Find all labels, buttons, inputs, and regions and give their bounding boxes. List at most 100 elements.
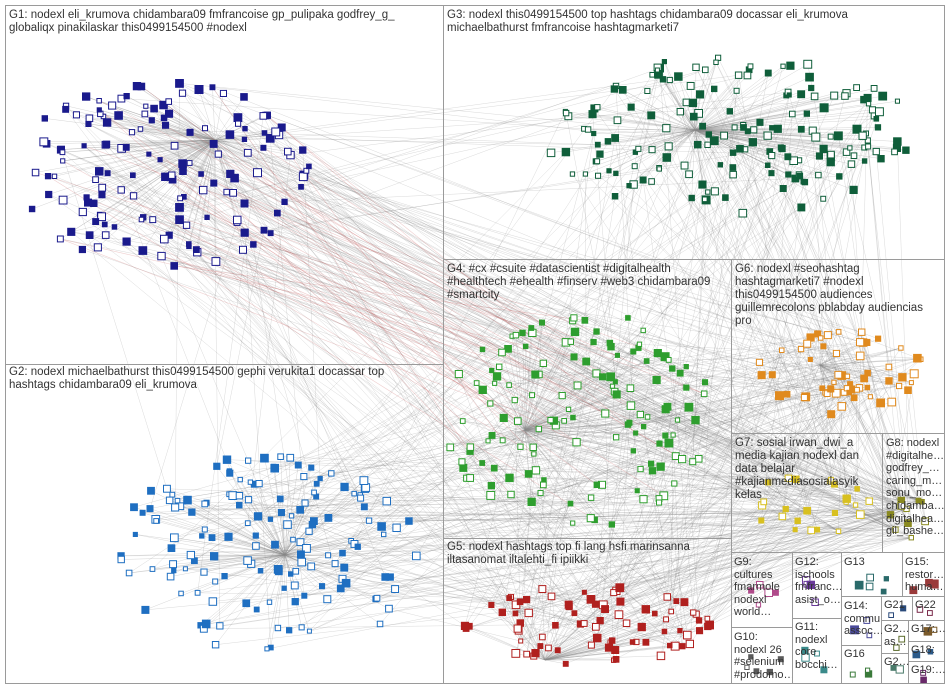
vertex-node <box>98 191 106 199</box>
vertex-node <box>385 604 393 613</box>
edge <box>180 505 286 556</box>
vertex-node <box>854 486 860 492</box>
edge <box>524 374 536 431</box>
edge <box>524 429 529 475</box>
edge <box>112 105 690 645</box>
edge <box>61 139 216 150</box>
edge <box>303 176 832 415</box>
edge <box>267 114 921 360</box>
edge <box>274 374 839 545</box>
edge <box>518 630 546 661</box>
edge <box>524 342 567 431</box>
vertex-node <box>830 91 839 100</box>
vertex-node <box>878 91 888 101</box>
edge <box>524 424 629 431</box>
vertex-node <box>893 137 902 146</box>
edge <box>524 429 693 463</box>
edge <box>524 379 657 431</box>
edge <box>642 179 796 530</box>
vertex-node <box>648 460 655 467</box>
edge <box>524 429 612 525</box>
vertex-node <box>359 476 369 486</box>
edge <box>524 394 617 431</box>
edge <box>544 640 613 661</box>
edge <box>284 517 329 556</box>
edge <box>819 346 824 366</box>
edge <box>101 194 616 651</box>
vertex-node <box>639 495 648 504</box>
edge <box>694 93 802 131</box>
edge <box>463 429 526 469</box>
vertex-node <box>794 517 801 524</box>
edge <box>604 520 798 610</box>
vertex-node <box>591 600 600 608</box>
edge <box>159 159 676 647</box>
vertex-node <box>167 544 176 552</box>
vertex-node <box>797 90 806 99</box>
edge <box>694 129 831 157</box>
edge <box>202 139 216 191</box>
vertex-node <box>630 448 637 454</box>
vertex-node <box>130 172 136 179</box>
edge <box>509 429 526 478</box>
vertex-node <box>897 502 905 510</box>
edge <box>829 481 922 503</box>
vertex-node <box>492 372 502 381</box>
edge <box>820 337 891 515</box>
vertex-node <box>656 462 665 471</box>
edge <box>544 641 637 661</box>
edge <box>365 387 848 488</box>
vertex-node <box>216 622 224 630</box>
vertex-node <box>281 198 288 205</box>
group-panel-g3 <box>443 5 945 260</box>
vertex-node <box>861 158 868 164</box>
edge <box>819 364 892 403</box>
edge <box>492 435 847 499</box>
vertex-node <box>211 641 220 649</box>
vertex-node <box>581 589 587 595</box>
edge <box>375 530 812 600</box>
edge <box>670 162 831 612</box>
edge <box>183 196 922 503</box>
vertex-node <box>244 496 253 504</box>
edge <box>508 385 526 431</box>
edge <box>524 429 597 485</box>
vertex-node <box>101 221 108 228</box>
edge <box>689 90 737 644</box>
edge <box>168 113 769 483</box>
edge <box>284 540 352 556</box>
vertex-node <box>696 90 705 99</box>
edge <box>688 129 696 175</box>
vertex-node <box>111 224 118 230</box>
edge <box>99 109 828 336</box>
edge <box>819 335 829 366</box>
edge <box>607 129 696 142</box>
edge <box>102 187 534 448</box>
vertex-node <box>864 384 871 391</box>
vertex-node <box>695 617 703 624</box>
vertex-node <box>755 602 762 608</box>
vertex-node <box>123 93 130 100</box>
vertex-node <box>201 619 211 629</box>
edge <box>694 129 768 136</box>
vertex-node <box>893 644 900 651</box>
edge <box>126 241 569 605</box>
group-label-g18: G18: <box>911 644 935 656</box>
vertex-node <box>44 173 52 180</box>
edge <box>234 177 611 378</box>
edge <box>542 588 546 661</box>
edge <box>103 116 896 530</box>
vertex-node <box>929 579 939 589</box>
edge <box>46 143 789 479</box>
edge <box>626 388 848 624</box>
edge <box>133 195 534 657</box>
vertex-node <box>219 89 227 98</box>
vertex-node <box>864 369 871 377</box>
edge <box>768 482 891 516</box>
vertex-node <box>894 98 901 104</box>
vertex-node <box>870 85 878 92</box>
edge <box>212 554 286 602</box>
edge <box>152 347 901 570</box>
edge <box>804 397 891 515</box>
vertex-node <box>875 107 884 117</box>
